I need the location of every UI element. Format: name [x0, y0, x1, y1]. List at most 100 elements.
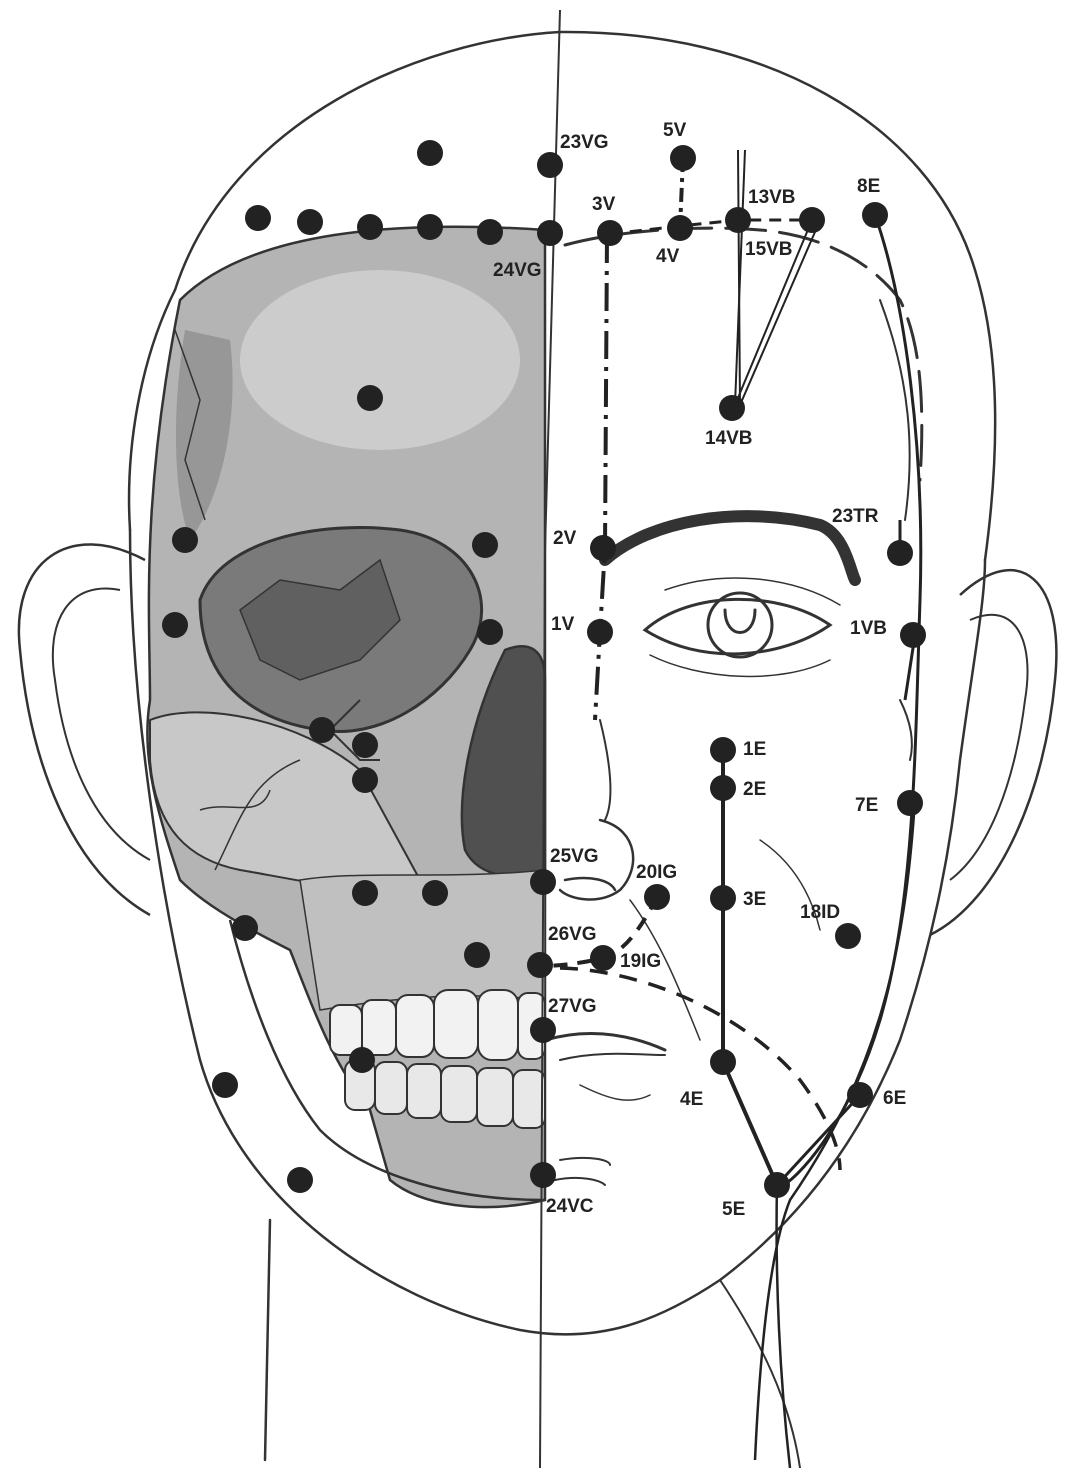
point-2e-dot [710, 775, 736, 801]
point-15vb-label: 15VB [745, 239, 793, 260]
point-19ig-dot [590, 945, 616, 971]
point-1vb-label: 1VB [850, 618, 887, 639]
point-18id: 18ID [800, 902, 861, 949]
point-4v-label: 4V [656, 246, 680, 267]
point-14vb-dot [719, 395, 745, 421]
point-2v-label: 2V [553, 528, 577, 549]
acupoint-dot [477, 619, 503, 645]
stomach-meridian-front [723, 750, 777, 1185]
point-23vg-dot [537, 152, 563, 178]
point-4v-dot [667, 215, 693, 241]
point-5e: 5E [722, 1172, 790, 1220]
point-6e: 6E [847, 1082, 906, 1109]
point-23tr-label: 23TR [832, 506, 879, 527]
point-23tr-dot [887, 540, 913, 566]
acupoint-dot [287, 1167, 313, 1193]
point-4e: 4E [680, 1049, 736, 1110]
point-3v-dot [597, 220, 623, 246]
point-7e-label: 7E [855, 795, 878, 816]
acupoint-dot [309, 717, 335, 743]
point-2e: 2E [710, 775, 766, 801]
point-18id-dot [835, 923, 861, 949]
point-5v: 5V [663, 120, 696, 171]
acupoint-dot [417, 140, 443, 166]
point-24vg-dot [537, 220, 563, 246]
point-7e-dot [897, 790, 923, 816]
acupoint-dot [162, 612, 188, 638]
acupoint-dot [297, 209, 323, 235]
point-24vc-dot [530, 1162, 556, 1188]
point-14vb: 14VB [705, 395, 753, 449]
face-features [545, 228, 922, 1185]
point-26vg-label: 26VG [548, 924, 597, 945]
point-13vb-label: 13VB [748, 187, 796, 208]
point-1vb-dot [900, 622, 926, 648]
point-8e: 8E [857, 176, 888, 228]
point-7e: 7E [855, 790, 923, 816]
point-13vb-dot [725, 207, 751, 233]
point-1v-label: 1V [551, 614, 575, 635]
point-1e: 1E [710, 737, 766, 763]
point-27vg-dot [530, 1017, 556, 1043]
point-3e-label: 3E [743, 889, 766, 910]
point-20ig: 20IG [636, 862, 677, 910]
point-24vg-label: 24VG [493, 260, 542, 281]
point-20ig-label: 20IG [636, 862, 677, 883]
point-27vg-label: 27VG [548, 996, 597, 1017]
point-2e-label: 2E [743, 779, 766, 800]
point-4e-dot [710, 1049, 736, 1075]
acupoint-dot [232, 915, 258, 941]
point-8e-dot [862, 202, 888, 228]
point-8e-label: 8E [857, 176, 880, 197]
point-5e-label: 5E [722, 1199, 745, 1220]
point-1e-label: 1E [743, 739, 766, 760]
point-4e-label: 4E [680, 1089, 703, 1110]
acupoint-dot [417, 214, 443, 240]
acupoint-dot [352, 880, 378, 906]
point-25vg-dot [530, 869, 556, 895]
point-23vg-label: 23VG [560, 132, 609, 153]
point-23vg: 23VG [537, 132, 609, 178]
acupoint-dot [172, 527, 198, 553]
point-20ig-dot [644, 884, 670, 910]
acupoint-dot [357, 214, 383, 240]
point-14vb-label: 14VB [705, 428, 753, 449]
mouth [545, 1033, 665, 1050]
right-ear [930, 570, 1056, 935]
point-15vb-dot [799, 207, 825, 233]
acupoint-dot [464, 942, 490, 968]
skull-illustration [147, 227, 545, 1207]
acupoint-dot [352, 767, 378, 793]
point-19ig: 19IG [590, 945, 661, 972]
point-1e-dot [710, 737, 736, 763]
point-6e-dot [847, 1082, 873, 1108]
point-2v-dot [590, 535, 616, 561]
point-26vg-dot [527, 952, 553, 978]
acupoint-dot [212, 1072, 238, 1098]
acupoint-dot [245, 205, 271, 231]
acupoint-dot [472, 532, 498, 558]
eyebrow [605, 516, 855, 580]
point-19ig-label: 19IG [620, 951, 661, 972]
point-18id-label: 18ID [800, 902, 840, 923]
point-3v-label: 3V [592, 194, 616, 215]
bladder-meridian [595, 235, 607, 720]
point-1v-dot [587, 619, 613, 645]
acupoint-dot [357, 385, 383, 411]
point-5e-dot [764, 1172, 790, 1198]
point-4v: 4V [656, 215, 693, 267]
labeled-points: 23VG 5V 3V 13VB 8E 4V 15VB 24VG [493, 120, 926, 1220]
point-1v: 1V [551, 614, 613, 645]
acupoint-dot [352, 732, 378, 758]
point-3e: 3E [710, 885, 766, 911]
point-24vc-label: 24VC [546, 1196, 594, 1217]
point-3e-dot [710, 885, 736, 911]
point-25vg-label: 25VG [550, 846, 599, 867]
point-1vb: 1VB [850, 618, 926, 648]
acupoint-dot [422, 880, 448, 906]
point-6e-label: 6E [883, 1088, 906, 1109]
acupoint-dot [477, 219, 503, 245]
eye [645, 599, 830, 654]
point-5v-dot [670, 145, 696, 171]
